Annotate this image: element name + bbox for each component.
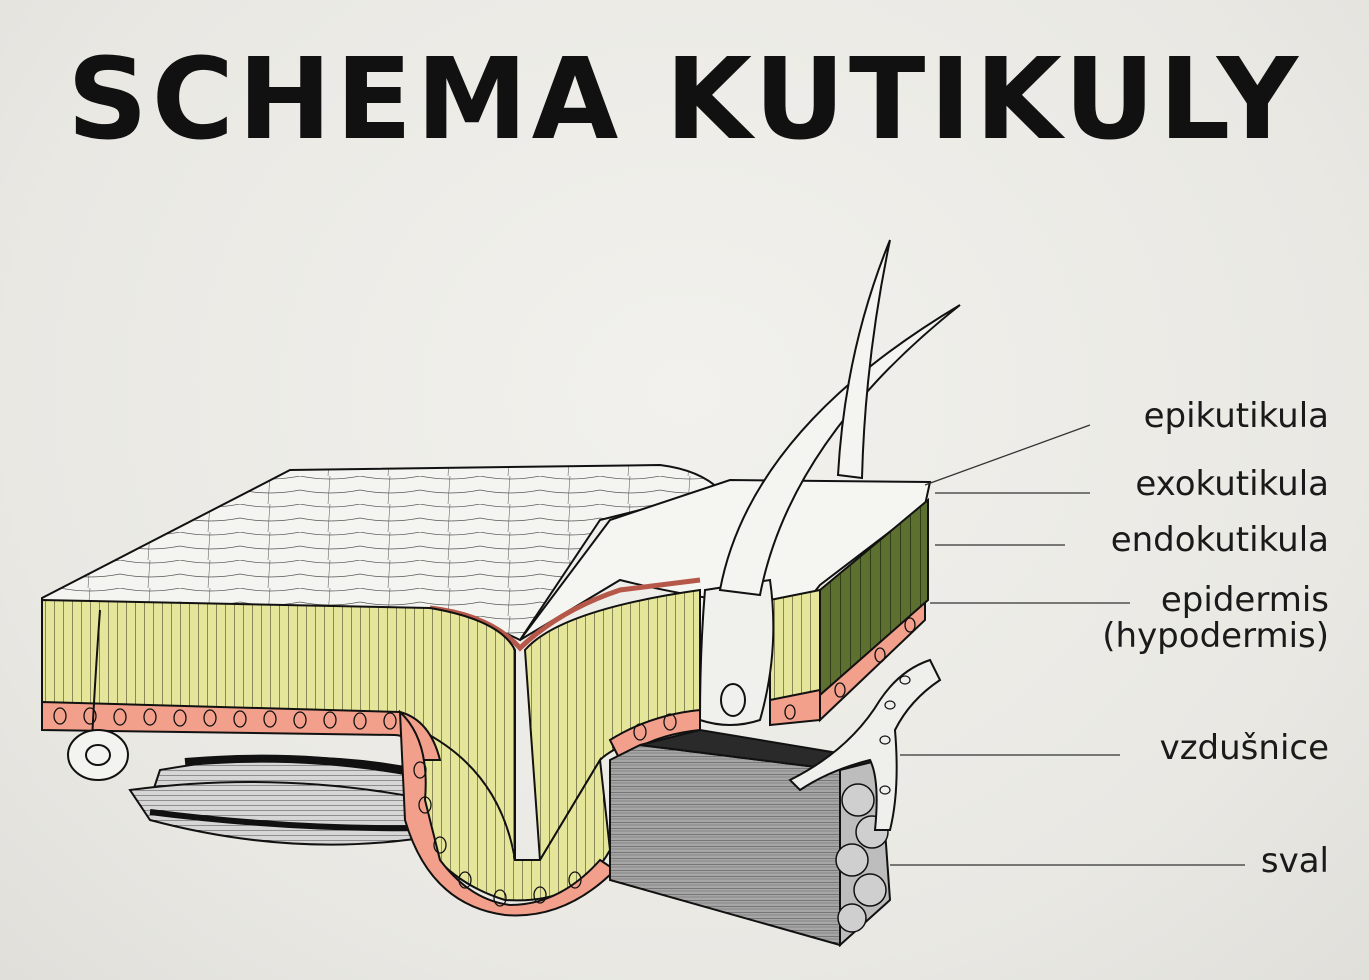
label-vzdusnice: vzdušnice <box>1160 730 1329 767</box>
label-exokutikula: exokutikula <box>1135 466 1329 503</box>
label-epidermis: epidermis <box>1161 582 1329 619</box>
muscle-bands-left <box>130 758 440 845</box>
label-epikutikula: epikutikula <box>1144 398 1329 435</box>
label-sval: sval <box>1261 843 1329 880</box>
leader-epikutikula <box>925 425 1090 485</box>
hair-socket <box>700 580 773 725</box>
label-hypodermis: (hypodermis) <box>1102 618 1329 655</box>
label-endokutikula: endokutikula <box>1111 522 1329 559</box>
